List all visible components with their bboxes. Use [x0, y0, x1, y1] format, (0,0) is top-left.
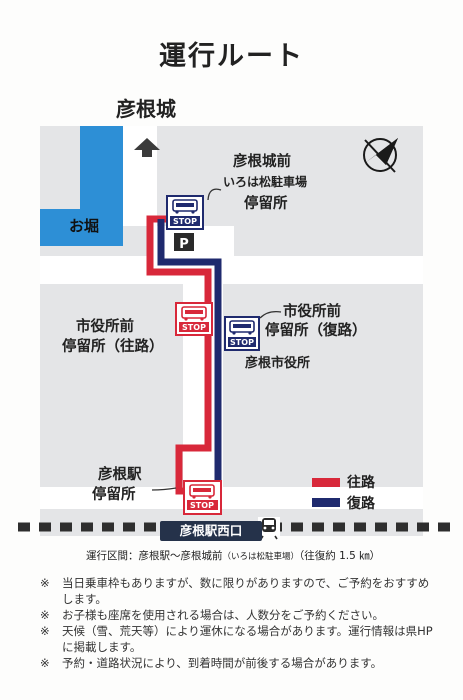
outbound-route-line [146, 215, 212, 495]
leader-line [151, 487, 177, 491]
leader-line [259, 310, 282, 319]
legend-return-swatch [312, 498, 340, 507]
parking-icon [174, 233, 194, 251]
note-text: 予約・道路状況により、到着時間が前後する場合があります。 [62, 656, 383, 670]
city-hall-label: 彦根市役所 [245, 356, 311, 371]
station-exit-label: 彦根駅西口 [160, 521, 262, 541]
leader-line [207, 188, 222, 201]
moat-label: お堀 [69, 217, 100, 235]
moat [40, 126, 123, 246]
bus-stop-city-hall-outbound [175, 302, 213, 336]
page-title: 運行ルート [159, 41, 304, 72]
note-mark: ※ [40, 624, 50, 638]
castle-label: 彦根城 [116, 97, 176, 121]
note-item: ※ 予約・道路状況により、到着時間が前後する場合があります。 [40, 655, 440, 671]
castle-stop-name: 彦根城前 [233, 154, 291, 170]
stop-sign-text: STOP [190, 501, 214, 510]
legend-return-label: 復路 [347, 496, 375, 512]
train-icon [258, 517, 280, 540]
section-prefix: 運行区間：彦根駅～彦根城前 [86, 550, 223, 562]
note-item: ※ お子様も座席を使用される場合は、人数分をご予約ください。 [40, 607, 440, 623]
city-hall-outbound-line1: 市役所前 [76, 319, 134, 335]
station-stop-line1: 彦根駅 [98, 467, 142, 483]
section-paren: （いろは松駐車場） [222, 552, 300, 562]
road-horizontal-upper [40, 256, 423, 284]
bus-stop-castle [166, 195, 204, 230]
city-hall-return-line1: 市役所前 [283, 304, 341, 320]
stop-sign-text: STOP [230, 338, 254, 347]
section-suffix: （往復約 1.5 ㎞） [299, 550, 381, 562]
note-item: ※ 天候（雪、荒天等）により運休になる場合があります。運行情報は県HPに掲載します… [40, 623, 440, 655]
note-text: お子様も座席を使用される場合は、人数分をご予約ください。 [62, 608, 384, 622]
stop-sign-text: STOP [182, 323, 206, 332]
note-text: 当日乗車枠もありますが、数に限りがありますので、ご予約をおすすめします。 [62, 576, 430, 606]
stop-sign-text: STOP [173, 217, 197, 226]
bus-stop-station [183, 480, 222, 515]
station-stop-line2: 停留所 [92, 487, 136, 503]
road-vertical-north [123, 126, 157, 226]
city-hall-return-line2: 停留所（復路） [265, 323, 367, 339]
note-mark: ※ [40, 656, 50, 670]
parking-symbol: P [179, 237, 189, 252]
castle-stop-note: いろは松駐車場 [223, 175, 308, 189]
legend-outbound-swatch [312, 478, 340, 487]
up-arrow-icon [134, 138, 160, 157]
note-item: ※ 当日乗車枠もありますが、数に限りがありますので、ご予約をおすすめします。 [40, 575, 440, 607]
note-mark: ※ [40, 576, 50, 590]
note-mark: ※ [40, 608, 50, 622]
operation-section: 運行区間：彦根駅～彦根城前（いろは松駐車場）（往復約 1.5 ㎞） [86, 548, 380, 563]
note-text: 天候（雪、荒天等）により運休になる場合があります。運行情報は県HPに掲載します。 [62, 624, 433, 654]
compass-icon [363, 138, 398, 173]
bus-stop-city-hall-return [224, 316, 260, 351]
city-hall-outbound-line2: 停留所（往路） [62, 339, 164, 355]
notes-list: ※ 当日乗車枠もありますが、数に限りがありますので、ご予約をおすすめします。 ※ お… [40, 575, 440, 671]
castle-stop-type: 停留所 [244, 196, 288, 212]
legend-outbound-label: 往路 [347, 475, 375, 491]
